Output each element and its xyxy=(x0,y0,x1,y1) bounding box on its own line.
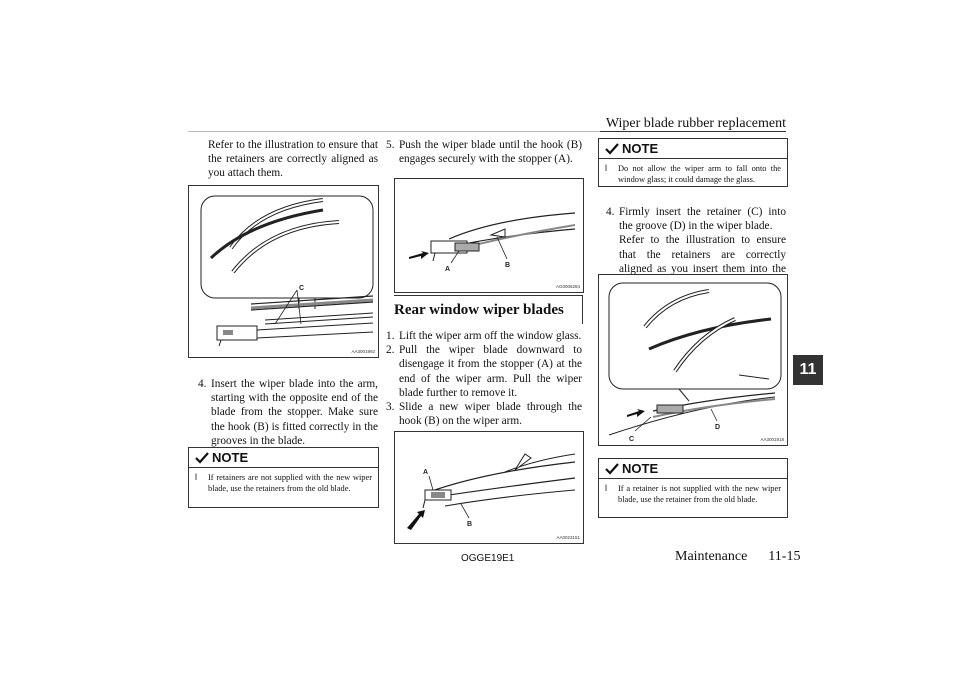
step-number: 4. xyxy=(606,206,615,218)
figure-id: AA3001992 xyxy=(351,349,375,354)
note-text: If a retainer is not supplied with the n… xyxy=(618,484,781,504)
note-text: Do not allow the wiper arm to fall onto … xyxy=(618,164,781,184)
step-number: 1. xyxy=(386,330,395,342)
bullet-icon: l xyxy=(605,483,607,493)
wiper-retainer-illustration: C xyxy=(200,195,374,347)
step-1: 1. Lift the wiper arm off the window gla… xyxy=(386,329,582,343)
note-title: NOTE xyxy=(212,450,249,465)
step-number: 2. xyxy=(386,344,395,357)
label-b: B xyxy=(467,521,472,528)
page-number: 11-15 xyxy=(768,549,801,564)
step-number: 5. xyxy=(386,139,395,151)
document-code: OGGE19E1 xyxy=(461,553,515,564)
bullet-icon: l xyxy=(195,472,197,482)
step-text: Pull the wiper blade downward to disenga… xyxy=(399,344,582,399)
note-title: NOTE xyxy=(622,141,659,156)
step-text: Slide a new wiper blade through the hook… xyxy=(399,401,582,428)
figure-id: AG0006284 xyxy=(555,284,580,289)
figure-id: AA0023151 xyxy=(556,535,580,540)
step-3: 3. Slide a new wiper blade through the h… xyxy=(386,400,582,428)
retainer-groove-illustration: C D xyxy=(608,282,782,443)
chapter-tab-label: 11 xyxy=(799,361,817,378)
note-body: l If retainers are not supplied with the… xyxy=(189,468,378,499)
section-title: Rear window wiper blades xyxy=(394,295,583,324)
push-arrow-icon xyxy=(409,251,429,259)
step-text-line1: Firmly insert the retainer (C) into the … xyxy=(619,206,786,233)
label-b: B xyxy=(505,262,510,269)
note-check-icon xyxy=(605,142,619,155)
label-c: C xyxy=(299,285,304,292)
note-heading: NOTE xyxy=(189,448,378,468)
note-heading: NOTE xyxy=(599,139,787,159)
wiper-hook-illustration: A B xyxy=(409,212,576,273)
note-check-icon xyxy=(605,462,619,475)
rear-wiper-steps: 1. Lift the wiper arm off the window gla… xyxy=(386,329,582,428)
note-body: l If a retainer is not supplied with the… xyxy=(599,479,787,510)
figure-retainers-alignment: C AA3001992 xyxy=(188,185,379,358)
step-5-push-blade: 5. Push the wiper blade until the hook (… xyxy=(386,138,582,166)
running-header-title: Wiper blade rubber replacement xyxy=(605,116,786,131)
figure-id: AA3001918 xyxy=(760,437,784,442)
step-text: Insert the wiper blade into the arm, sta… xyxy=(211,378,378,447)
step-number: 3. xyxy=(386,401,395,414)
note-text: If retainers are not supplied with the n… xyxy=(208,473,372,493)
note-check-icon xyxy=(195,451,209,464)
chapter-tab[interactable]: 11 xyxy=(793,355,823,385)
label-d: D xyxy=(715,424,720,431)
label-a: A xyxy=(445,266,450,273)
header-rule xyxy=(600,131,786,132)
figure-hook-stopper: A B AG0006284 xyxy=(394,178,584,293)
figure-retainer-groove: C D AA3001918 xyxy=(598,274,788,446)
note-title: NOTE xyxy=(622,461,659,476)
footer-section: Maintenance 11-15 xyxy=(675,549,800,565)
note-box-retainer-reuse: NOTE l If a retainer is not supplied wit… xyxy=(598,458,788,518)
intro-paragraph: Refer to the illustration to ensure that… xyxy=(208,139,378,180)
bullet-icon: l xyxy=(605,163,607,173)
rear-wiper-illustration: A B xyxy=(407,453,576,530)
label-c: C xyxy=(629,436,634,443)
insert-arrow-icon xyxy=(627,409,645,417)
note-body: l Do not allow the wiper arm to fall ont… xyxy=(599,159,787,190)
figure-rear-blade: A B AA0023151 xyxy=(394,431,584,544)
note-box-retainers: NOTE l If retainers are not supplied wit… xyxy=(188,447,379,508)
step-number: 4. xyxy=(198,378,207,390)
note-heading: NOTE xyxy=(599,459,787,479)
step-text: Lift the wiper arm off the window glass. xyxy=(399,330,582,342)
step-text: Push the wiper blade until the hook (B) … xyxy=(399,139,582,166)
header-rule-left xyxy=(188,131,600,132)
pull-arrow-icon xyxy=(407,510,425,530)
step-2: 2. Pull the wiper blade downward to dise… xyxy=(386,343,582,400)
footer-section-name: Maintenance xyxy=(675,549,748,564)
step-4-insert-blade: 4. Insert the wiper blade into the arm, … xyxy=(198,377,378,448)
note-box-arm-fall: NOTE l Do not allow the wiper arm to fal… xyxy=(598,138,788,187)
label-a: A xyxy=(423,469,428,476)
